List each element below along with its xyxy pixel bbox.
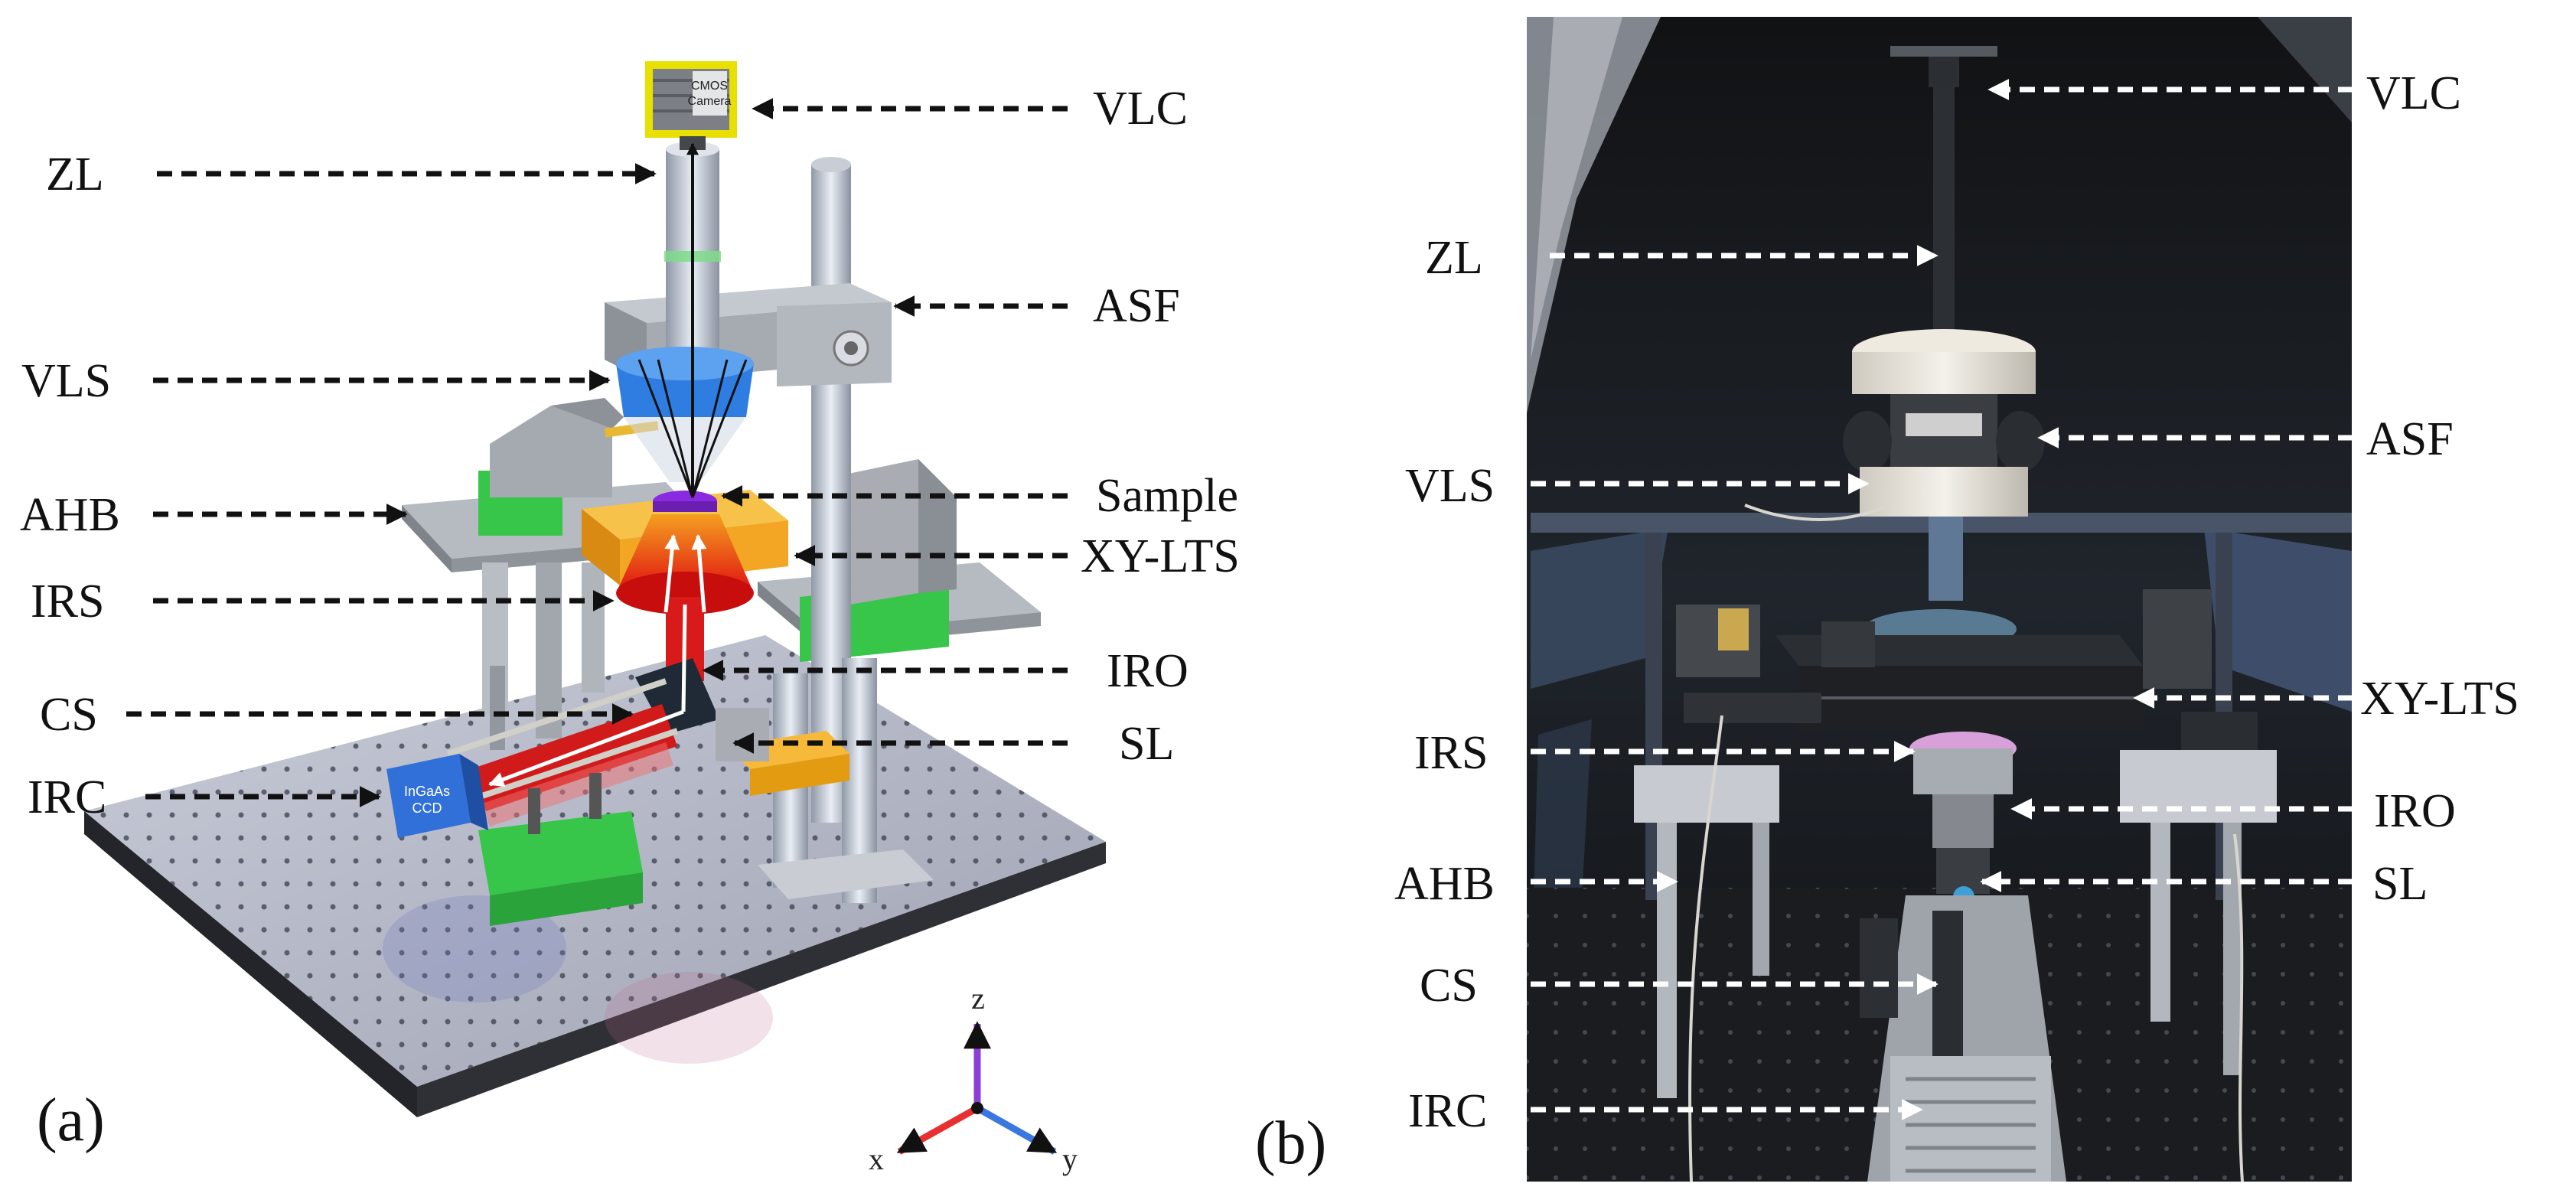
coordinate-axes: z x y (869, 981, 1078, 1176)
label-b-irc: IRC (1408, 1085, 1487, 1137)
panel-a-tag: (a) (37, 1087, 105, 1154)
label-b-sl: SL (2372, 858, 2428, 910)
sample (653, 491, 717, 512)
microscope-head (1843, 329, 2045, 601)
label-a-irc: IRC (28, 771, 106, 823)
label-a-sl: SL (1119, 718, 1174, 770)
ir-camera-text-line1: InGaAs (404, 784, 450, 799)
ir-camera-text-line2: CCD (412, 800, 442, 816)
panel-a-labels: VLC ZL ASF VLS Sample AHB XY-LTS IRS IRO… (20, 83, 1240, 1154)
label-a-vlc: VLC (1093, 83, 1188, 135)
label-b-asf: ASF (2366, 413, 2454, 465)
optical-rays (488, 142, 748, 787)
cmos-camera: CMOS Camera (645, 61, 737, 150)
panel-a-schematic: CMOS Camera (20, 61, 1240, 1176)
label-a-iro: IRO (1107, 645, 1189, 697)
label-b-vls: VLS (1405, 460, 1495, 512)
panel-a-callouts (126, 98, 1068, 807)
visible-light-source (616, 347, 754, 482)
overhead-mount (1890, 46, 1997, 332)
label-a-cs: CS (40, 689, 98, 741)
camera-text-line2: Camera (688, 95, 732, 108)
label-b-cs: CS (1420, 960, 1478, 1012)
label-b-vlc: VLC (2366, 67, 2461, 119)
panel-b-labels: VLC ZL ASF VLS XY-LTS IRS IRO AHB SL CS … (1255, 67, 2519, 1177)
label-b-irs: IRS (1414, 727, 1488, 779)
label-b-xylts: XY-LTS (2360, 673, 2519, 725)
label-a-irs: IRS (31, 575, 104, 628)
photo-side-platforms (1634, 750, 2277, 1098)
photo-cables (1688, 504, 2244, 1182)
panel-b-callouts (1531, 79, 2353, 1120)
camera-text-line1: CMOS (691, 80, 728, 93)
panel-b-photo: VLC ZL ASF VLS XY-LTS IRS IRO AHB SL CS … (1255, 17, 2519, 1182)
right-platform (758, 459, 1041, 662)
label-a-zl: ZL (46, 148, 104, 200)
photo-xy-stage (1775, 609, 2143, 731)
green-supports (478, 773, 643, 926)
axis-z-label: z (971, 981, 985, 1016)
left-bracket (490, 398, 659, 497)
label-b-zl: ZL (1425, 232, 1483, 284)
label-a-ahb: AHB (20, 489, 120, 541)
label-a-sample: Sample (1096, 470, 1238, 522)
label-a-xylts: XY-LTS (1081, 530, 1240, 582)
label-b-iro: IRO (2374, 785, 2456, 837)
panel-b-tag: (b) (1255, 1110, 1326, 1177)
tent-fabric (1527, 17, 2352, 1010)
label-a-asf: ASF (1093, 280, 1180, 332)
label-b-ahb: AHB (1394, 858, 1495, 910)
label-a-vls: VLS (21, 355, 111, 407)
axis-x-label: x (869, 1142, 884, 1176)
ir-camera: InGaAs CCD (386, 754, 488, 838)
axis-y-label: y (1062, 1142, 1078, 1176)
